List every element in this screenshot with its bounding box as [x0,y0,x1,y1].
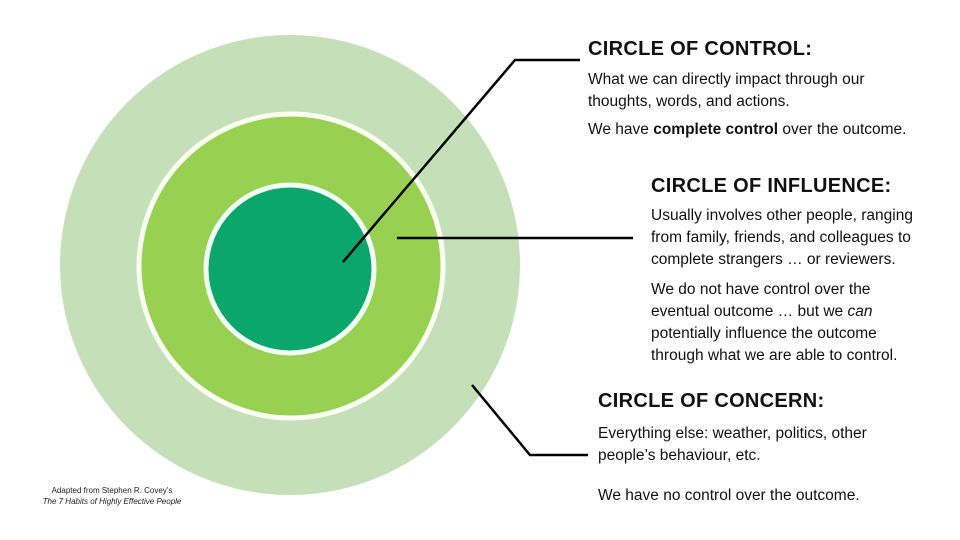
credit-line-1: Adapted from Stephen R. Covey’s [51,486,173,495]
control-outcome-post: over the outcome. [778,121,907,138]
control-desc-2: thoughts, words, and actions. [588,93,790,110]
circle-of-control [203,182,377,356]
concern-desc-1: Everything else: weather, politics, othe… [598,425,867,442]
influence-outcome-3: potentially influence the outcome [651,325,877,342]
influence-outcome-4: through what we are able to control. [651,347,898,364]
influence-outcome-2-pre: eventual outcome … but we [651,303,848,320]
control-desc-1: What we can directly impact through our [588,71,865,88]
influence-outcome-2: eventual outcome … but we can [651,301,872,323]
influence-desc-1: Usually involves other people, ranging [651,207,913,224]
credit-line-2: The 7 Habits of Highly Effective People [42,497,182,506]
control-outcome: We have complete control over the outcom… [588,119,906,141]
control-leader-line [342,58,580,263]
control-outcome-bold: complete control [653,121,779,138]
control-title: CIRCLE OF CONTROL: [588,38,813,60]
credit: Adapted from Stephen R. Covey’s The 7 Ha… [32,485,192,507]
influence-outcome-1: We do not have control over the [651,281,871,298]
influence-desc-3: complete strangers … or reviewers. [651,251,896,268]
concern-leader-line [471,384,588,457]
influence-outcome-2-italic: can [847,303,873,320]
concern-outcome: We have no control over the outcome. [598,487,860,504]
influence-desc-2: from family, friends, and colleagues to [651,229,911,246]
influence-title: CIRCLE OF INFLUENCE: [651,175,892,197]
concern-title: CIRCLE OF CONCERN: [598,390,825,412]
control-outcome-pre: We have [588,121,654,138]
concern-desc-2: people’s behaviour, etc. [598,447,761,464]
